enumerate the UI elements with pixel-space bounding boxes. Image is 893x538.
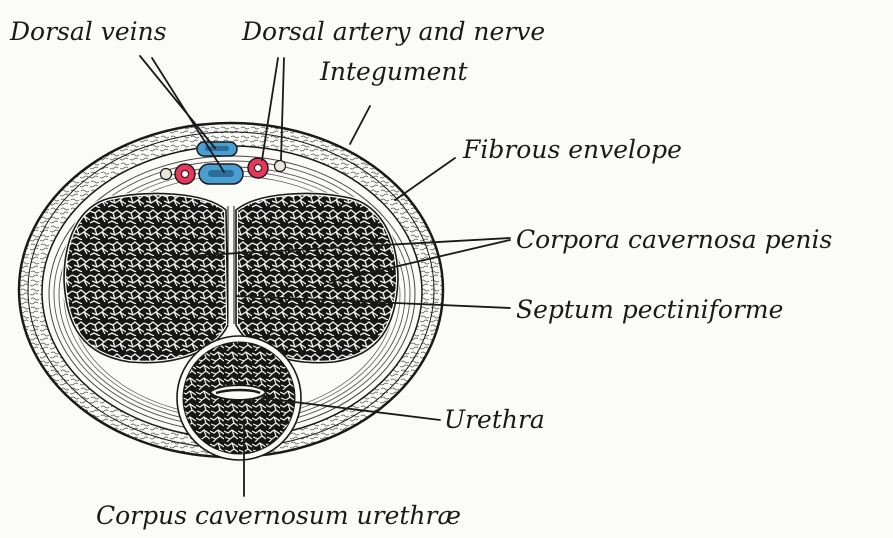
- corpus-cavernosum-left: [64, 194, 228, 363]
- dorsal-nerve-left: [161, 169, 172, 180]
- label-dorsal-veins: Dorsal veins: [9, 17, 167, 46]
- label-integument: Integument: [319, 57, 469, 86]
- label-corpora-cavernosa-penis: Corpora cavernosa penis: [516, 225, 832, 254]
- dorsal-nerve-right: [275, 161, 286, 172]
- label-urethra: Urethra: [444, 405, 545, 434]
- label-corpus-cavernosum-urethrae: Corpus cavernosum urethræ: [96, 501, 461, 530]
- corpus-cavernosum-right: [236, 194, 398, 363]
- label-septum-pectiniforme: Septum pectiniforme: [516, 295, 783, 324]
- label-fibrous-envelope: Fibrous envelope: [462, 135, 682, 164]
- label-dorsal-artery-nerve: Dorsal artery and nerve: [241, 17, 545, 46]
- corpus-spongiosum: [177, 336, 301, 460]
